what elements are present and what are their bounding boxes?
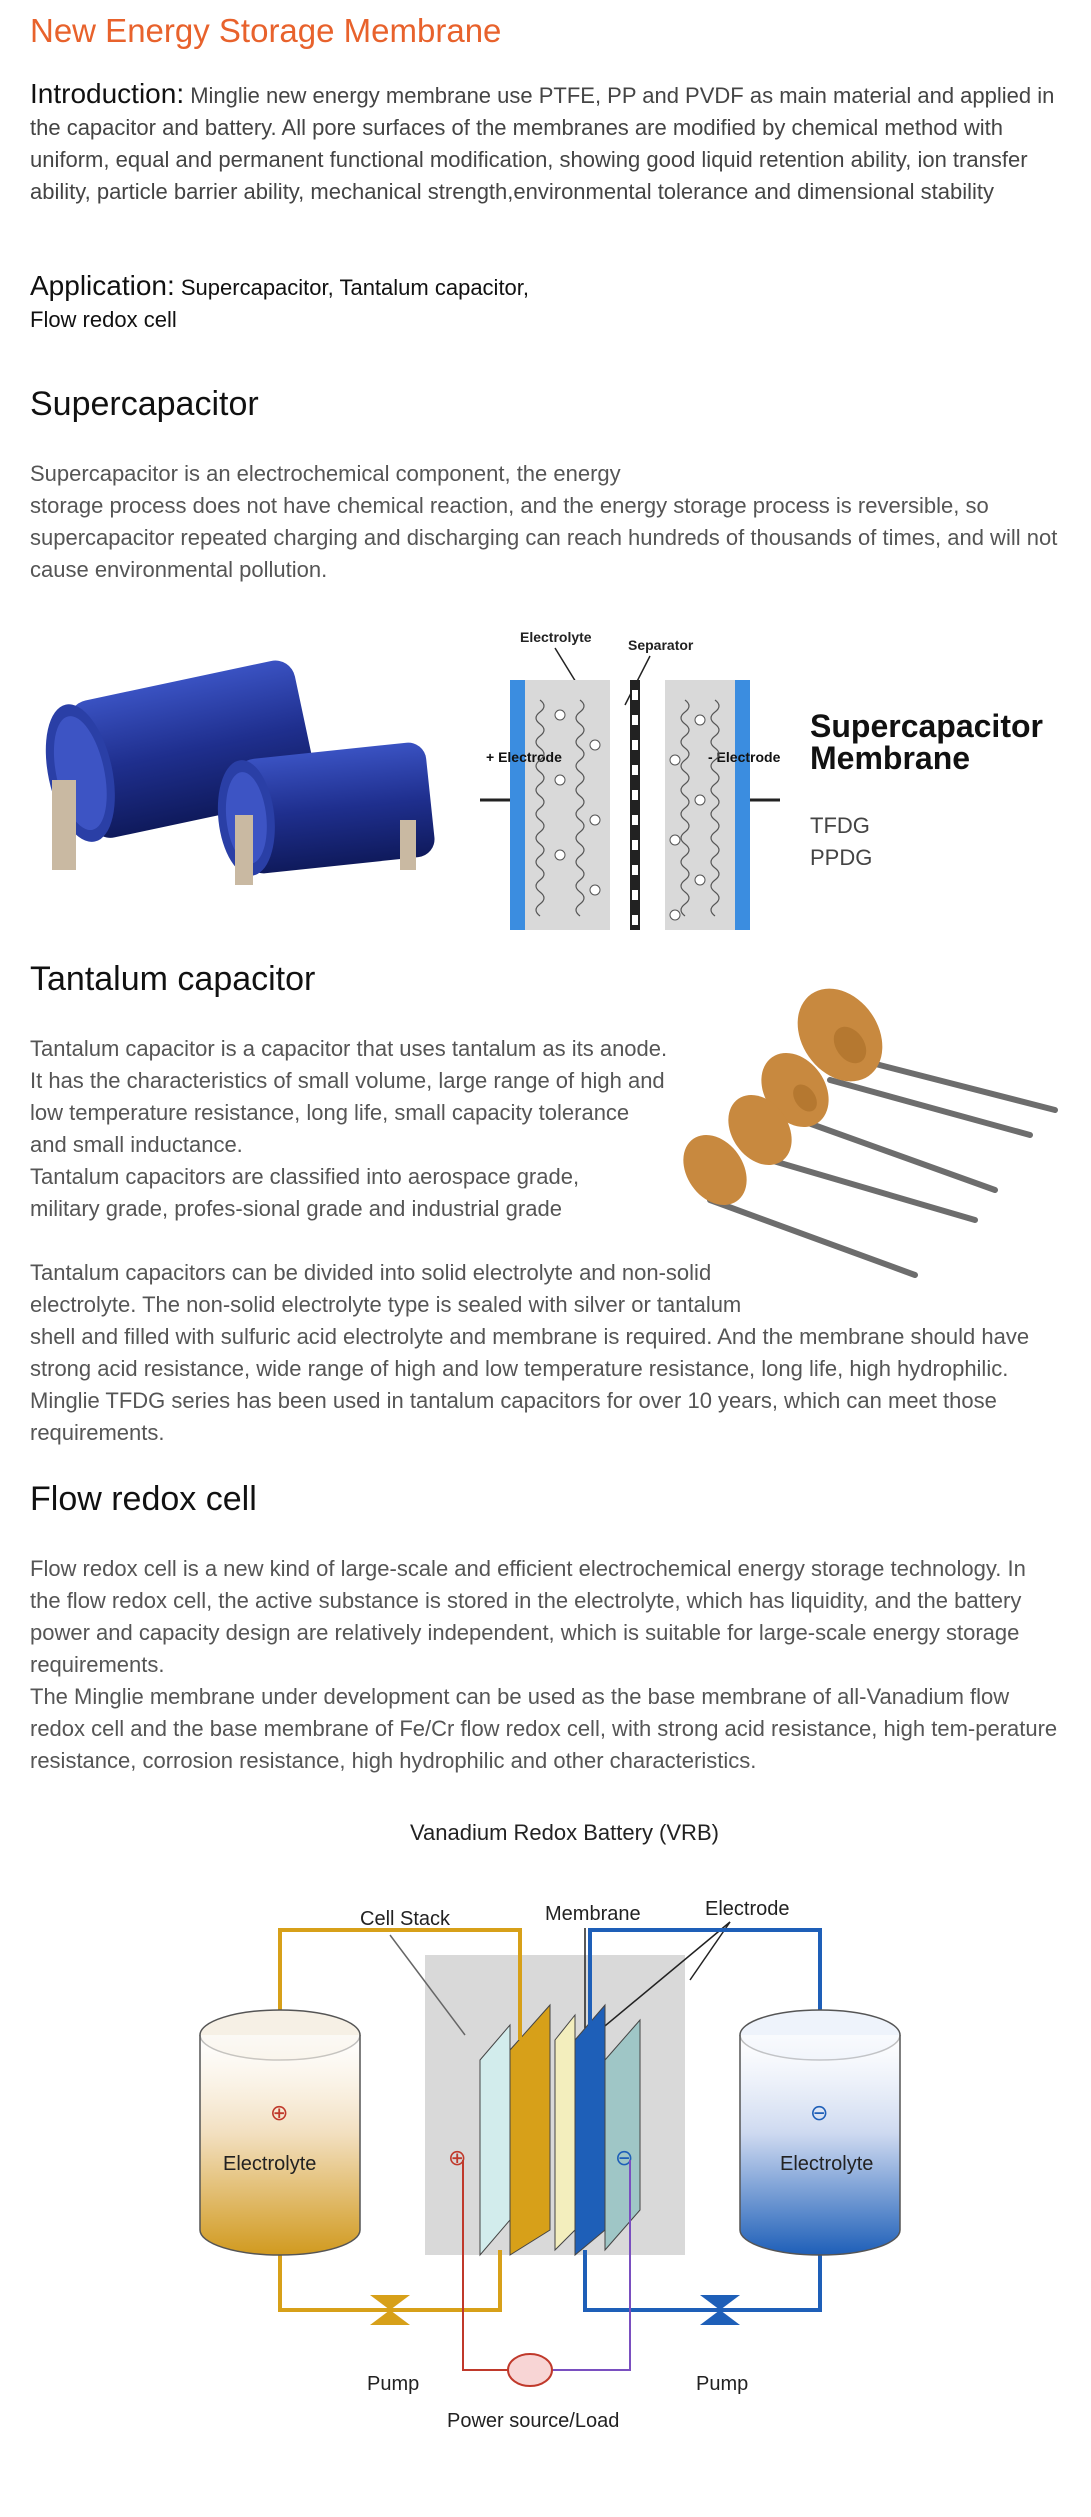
power-load-icon [507,2353,553,2387]
supercapacitor-paragraph: Supercapacitor is an electrochemical com… [30,458,1060,586]
tantalum-capacitor-photo [683,988,1058,1278]
tantalum-heading: Tantalum capacitor [30,960,316,998]
page-title: New Energy Storage Membrane [30,12,502,49]
supercapacitor-heading: Supercapacitor [30,385,259,423]
vrb-stack-plus-symbol: ⊕ [448,2146,466,2171]
flow-redox-paragraph: Flow redox cell is a new kind of large-s… [30,1553,1060,1777]
flow-redox-heading: Flow redox cell [30,1480,257,1518]
membrane-title-line-2: Membrane [810,740,971,776]
intro-lead: Introduction: [30,78,185,109]
flow-redox-para-1: Flow redox cell is a new kind of large-s… [30,1556,1026,1677]
supercapacitor-line-2: storage process does not have chemical r… [30,493,1058,582]
flow-redox-para-2: The Minglie membrane under development c… [30,1684,1058,1773]
membrane-product: PPDG [810,845,873,870]
tantalum-line: Tantalum capacitors are classified into … [30,1164,580,1189]
diagram-minus-electrode-label: - Electrode [708,749,781,765]
membrane-product-list: TFDG PPDG [810,810,872,874]
vanadium-redox-battery-diagram: Vanadium Redox Battery (VRB) Cell Stack … [199,1820,901,2432]
application-lead: Application: [30,270,175,301]
vrb-power-label: Power source/Load [447,2410,619,2432]
vrb-electrolyte-right-label: Electrolyte [780,2153,873,2175]
application-line-2: Flow redox cell [30,307,177,332]
tantalum-paragraph-2: Tantalum capacitors can be divided into … [30,1257,1060,1449]
application-paragraph: Application: Supercapacitor, Tantalum ca… [30,270,730,336]
diagram-separator-label: Separator [628,637,694,653]
application-line-1: Supercapacitor, Tantalum capacitor, [174,275,530,300]
vrb-cell-stack-label: Cell Stack [360,1908,451,1930]
tantalum-line: Tantalum capacitor is a capacitor that u… [30,1036,668,1061]
membrane-title-line-1: Supercapacitor [810,708,1043,744]
vrb-pump-right-label: Pump [696,2373,748,2395]
tantalum-line: and small inductance. [30,1132,243,1157]
supercapacitor-photo [45,660,435,885]
vrb-electrolyte-left-label: Electrolyte [223,2153,316,2175]
supercapacitor-line-1: Supercapacitor is an electrochemical com… [30,461,621,486]
diagram-electrolyte-label: Electrolyte [520,629,592,645]
supercapacitor-diagram: Electrolyte Separator + Electrode - Elec… [480,629,781,930]
intro-paragraph: Introduction: Minglie new energy membran… [30,78,1060,208]
tantalum-para2-line-1: Tantalum capacitors can be divided into … [30,1260,712,1285]
vrb-pump-left-label: Pump [367,2373,419,2395]
tantalum-line: military grade, profes-sional grade and … [30,1196,562,1221]
vrb-title: Vanadium Redox Battery (VRB) [410,1820,719,1845]
vrb-plus-symbol: ⊕ [270,2101,288,2126]
tantalum-line: low temperature resistance, long life, s… [30,1100,630,1125]
vrb-electrode-label: Electrode [705,1898,790,1920]
tantalum-paragraph-1: Tantalum capacitor is a capacitor that u… [30,1033,730,1225]
tantalum-line: It has the characteristics of small volu… [30,1068,665,1093]
tantalum-para2-rest: shell and filled with sulfuric acid elec… [30,1324,1030,1445]
tantalum-para2-line-2: electrolyte. The non-solid electrolyte t… [30,1292,742,1317]
diagram-plus-electrode-label: + Electrode [486,749,562,765]
vrb-minus-symbol: ⊖ [810,2101,828,2126]
vrb-stack-minus-symbol: ⊖ [615,2146,633,2171]
vrb-membrane-label: Membrane [545,1903,641,1925]
intro-text: Minglie new energy membrane use PTFE, PP… [30,83,1055,204]
membrane-product: TFDG [810,813,870,838]
